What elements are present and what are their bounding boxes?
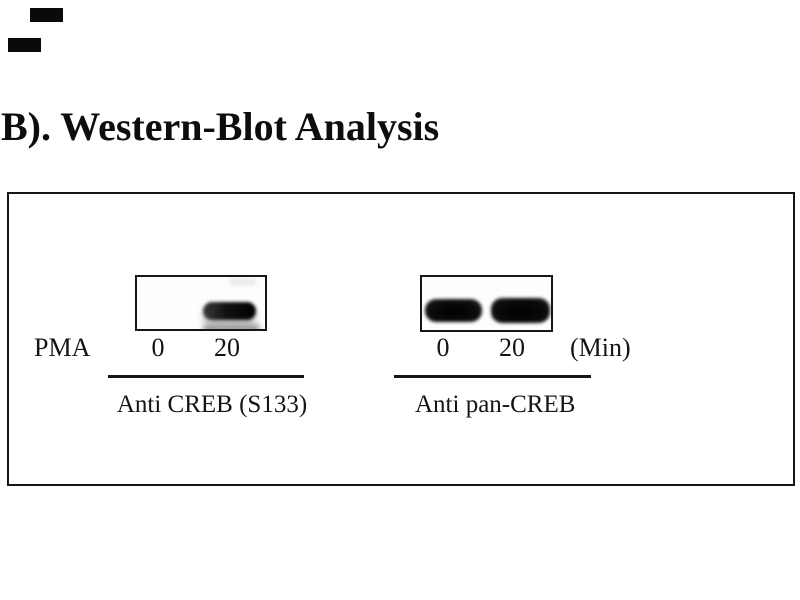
treatment-label: PMA xyxy=(34,333,91,362)
band-creb-s133-lane-20 xyxy=(203,302,256,320)
figure-title: B). Western-Blot Analysis xyxy=(1,104,440,149)
lane-label-right-20: 20 xyxy=(499,333,525,362)
time-unit-label: (Min) xyxy=(570,333,631,362)
corner-mark-top xyxy=(30,8,63,22)
lane-label-left-0: 0 xyxy=(151,333,165,362)
antibody-label-creb-s133: Anti CREB (S133) xyxy=(116,391,308,418)
blot-faint-smudge xyxy=(229,279,256,285)
figure-frame: PMA 0 20 0 20 (Min) Anti CREB (S133) Ant… xyxy=(7,192,795,486)
lane-label-right-0: 0 xyxy=(436,333,450,362)
antibody-label-pan-creb: Anti pan-CREB xyxy=(415,391,576,418)
underline-left-panel xyxy=(108,375,304,378)
band-pan-creb-lane-20 xyxy=(491,298,550,323)
blot-faint-band xyxy=(203,324,260,329)
blot-image-anti-pan-creb xyxy=(420,275,553,332)
lane-label-left-20: 20 xyxy=(214,333,240,362)
blot-image-anti-creb-s133 xyxy=(135,275,267,331)
corner-mark-left xyxy=(8,38,41,52)
band-pan-creb-lane-0 xyxy=(425,299,482,322)
underline-right-panel xyxy=(394,375,591,378)
